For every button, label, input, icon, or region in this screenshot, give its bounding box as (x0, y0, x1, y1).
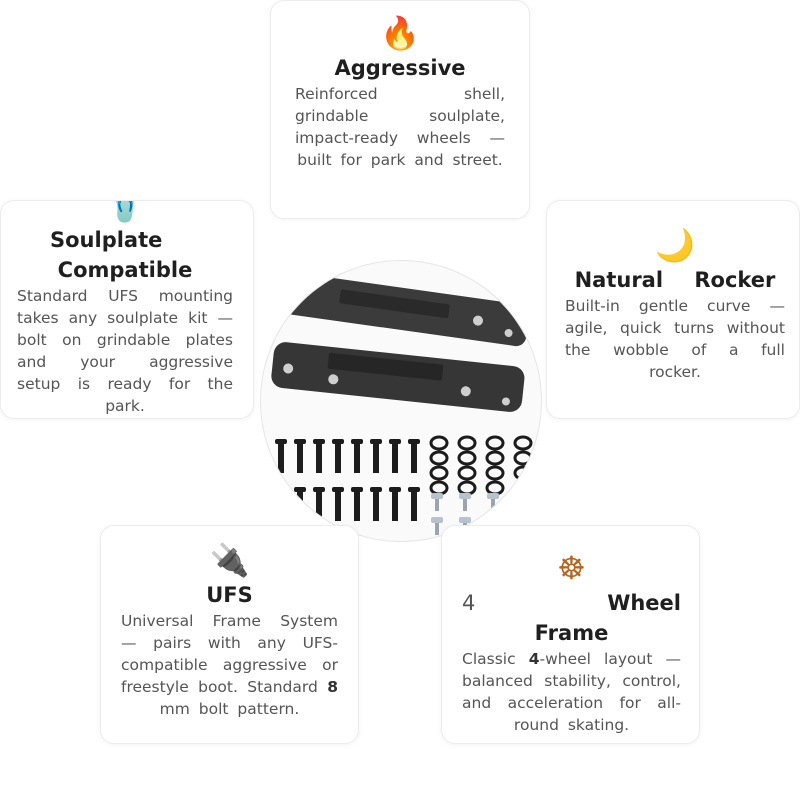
wheel-title-text: Wheel Frame (534, 591, 681, 645)
feature-card-ufs: 🔌 UFS Universal Frame System — pairs wit… (100, 525, 359, 744)
feature-desc-natural-rocker: Built-in gentle curve — agile, quick tur… (565, 297, 785, 381)
skate-frames-illustration (271, 272, 533, 535)
plug-icon: 🔌 (209, 541, 250, 579)
flip-flop-icon: 🩴 (105, 200, 145, 224)
wheel-title-number: 4 (462, 591, 476, 615)
feature-desc-soulplate: Standard UFS mounting takes any soulplat… (17, 287, 233, 415)
feature-title-aggressive: Aggressive (334, 56, 466, 80)
wheel-desc-part-1: Classic (462, 650, 516, 668)
feature-card-soulplate: 🩴 Soulplate Compatible Standard UFS moun… (0, 200, 254, 419)
bolt-size-value: 8 (327, 678, 338, 696)
crescent-moon-icon: 🌙 (655, 226, 695, 264)
feature-card-aggressive: 🔥 Aggressive Reinforced shell, grindable… (270, 0, 530, 219)
wheel-count-value: 4 (528, 650, 540, 668)
feature-title-soulplate: Soulplate Compatible (50, 228, 193, 282)
feature-desc-wheel-frame: Classic 4-wheel layout — balanced stabil… (462, 648, 681, 736)
feature-title-wheel-frame: 4 Wheel Frame (462, 588, 681, 648)
bolts-and-washers (275, 435, 533, 535)
lower-frame (271, 342, 525, 412)
feature-title-ufs: UFS (206, 583, 253, 607)
upper-frame (278, 272, 530, 347)
fire-icon: 🔥 (380, 14, 420, 52)
wooden-wheel-icon: ☸ (557, 549, 586, 587)
feature-card-natural-rocker: 🌙 Natural Rocker Built-in gentle curve —… (546, 200, 800, 419)
ufs-desc-part-1: Universal Frame System — pairs with any … (121, 612, 338, 696)
ufs-desc-part-2: mm bolt pattern. (159, 700, 300, 718)
feature-desc-ufs: Universal Frame System — pairs with any … (121, 610, 338, 720)
wheel-desc-part-2: -wheel layout — balanced stability, cont… (462, 650, 681, 734)
feature-title-natural-rocker: Natural Rocker (574, 268, 776, 292)
feature-desc-aggressive: Reinforced shell, grindable soulplate, i… (295, 85, 505, 169)
feature-card-wheel-frame: ☸ 4 Wheel Frame Classic 4-wheel layout —… (441, 525, 700, 744)
product-image (260, 260, 542, 542)
